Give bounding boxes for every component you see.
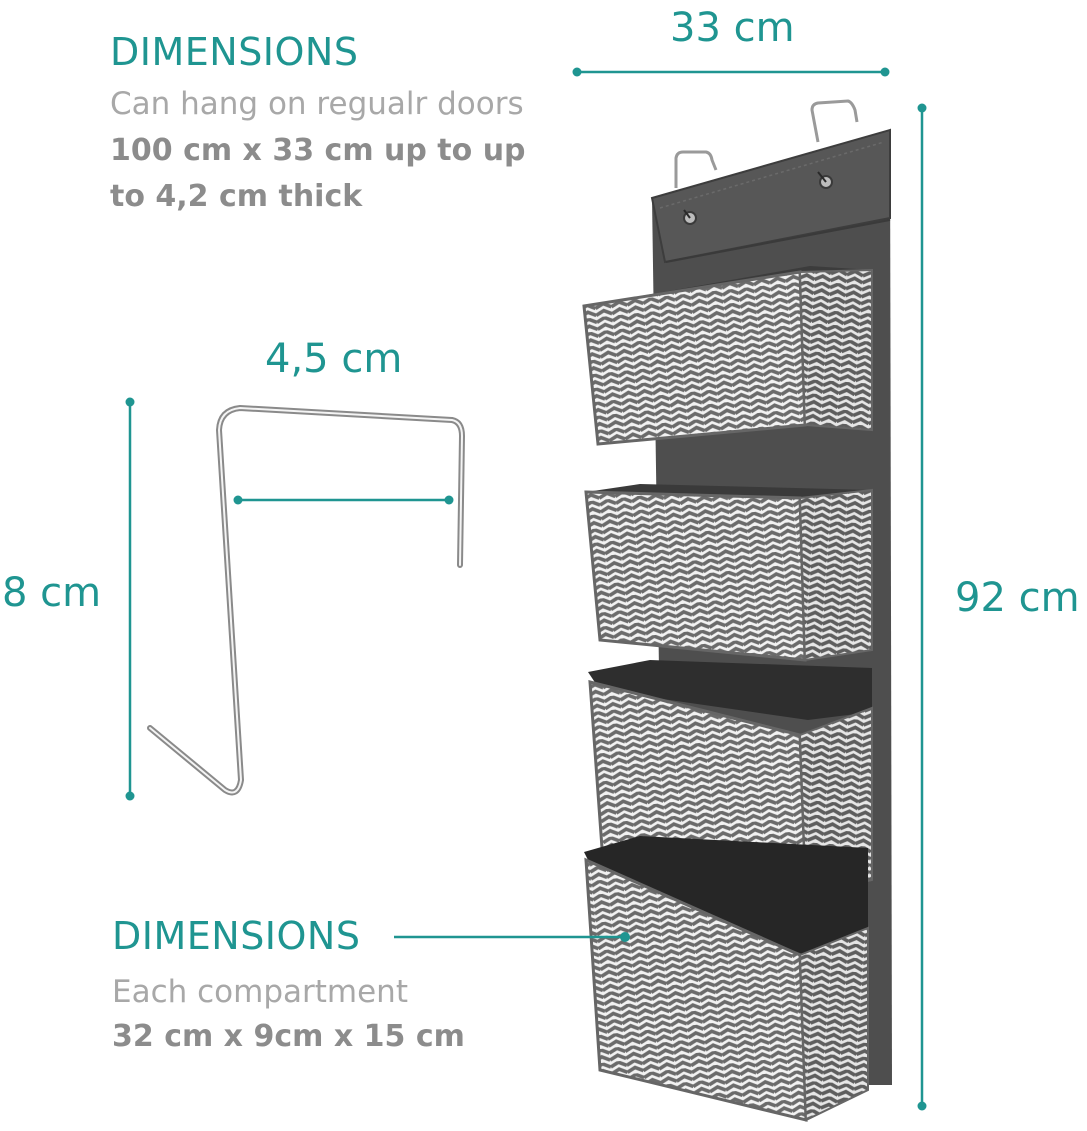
- door-hook-left-icon: [674, 150, 718, 225]
- height-dimension-line: [917, 103, 927, 1111]
- organizer-width-label: 33 cm: [670, 5, 795, 51]
- bottom-description-line1: Each compartment: [112, 974, 408, 1010]
- hook-height-label: 8 cm: [2, 570, 102, 616]
- compartment-callout-line: [394, 932, 630, 942]
- bottom-description-line2: 32 cm x 9cm x 15 cm: [112, 1019, 465, 1054]
- door-hook-right-icon: [810, 99, 859, 189]
- top-description-line3: to 4,2 cm thick: [110, 179, 363, 214]
- pocket-1: [582, 266, 873, 446]
- hook-height-dimension-line: [125, 397, 135, 801]
- hook-wire-icon: [147, 405, 465, 796]
- hook-width-label: 4,5 cm: [265, 336, 403, 382]
- pocket-4: [584, 836, 869, 1122]
- top-description-line1: Can hang on regualr doors: [110, 86, 524, 122]
- width-dimension-line: [572, 67, 890, 77]
- top-dimensions-heading: DIMENSIONS: [110, 30, 359, 74]
- organizer-height-label: 92 cm: [955, 575, 1080, 621]
- pocket-2: [584, 484, 873, 662]
- hook-width-dimension-line: [233, 495, 454, 505]
- top-description-line2: 100 cm x 33 cm up to up: [110, 133, 526, 168]
- bottom-dimensions-heading: DIMENSIONS: [112, 914, 361, 958]
